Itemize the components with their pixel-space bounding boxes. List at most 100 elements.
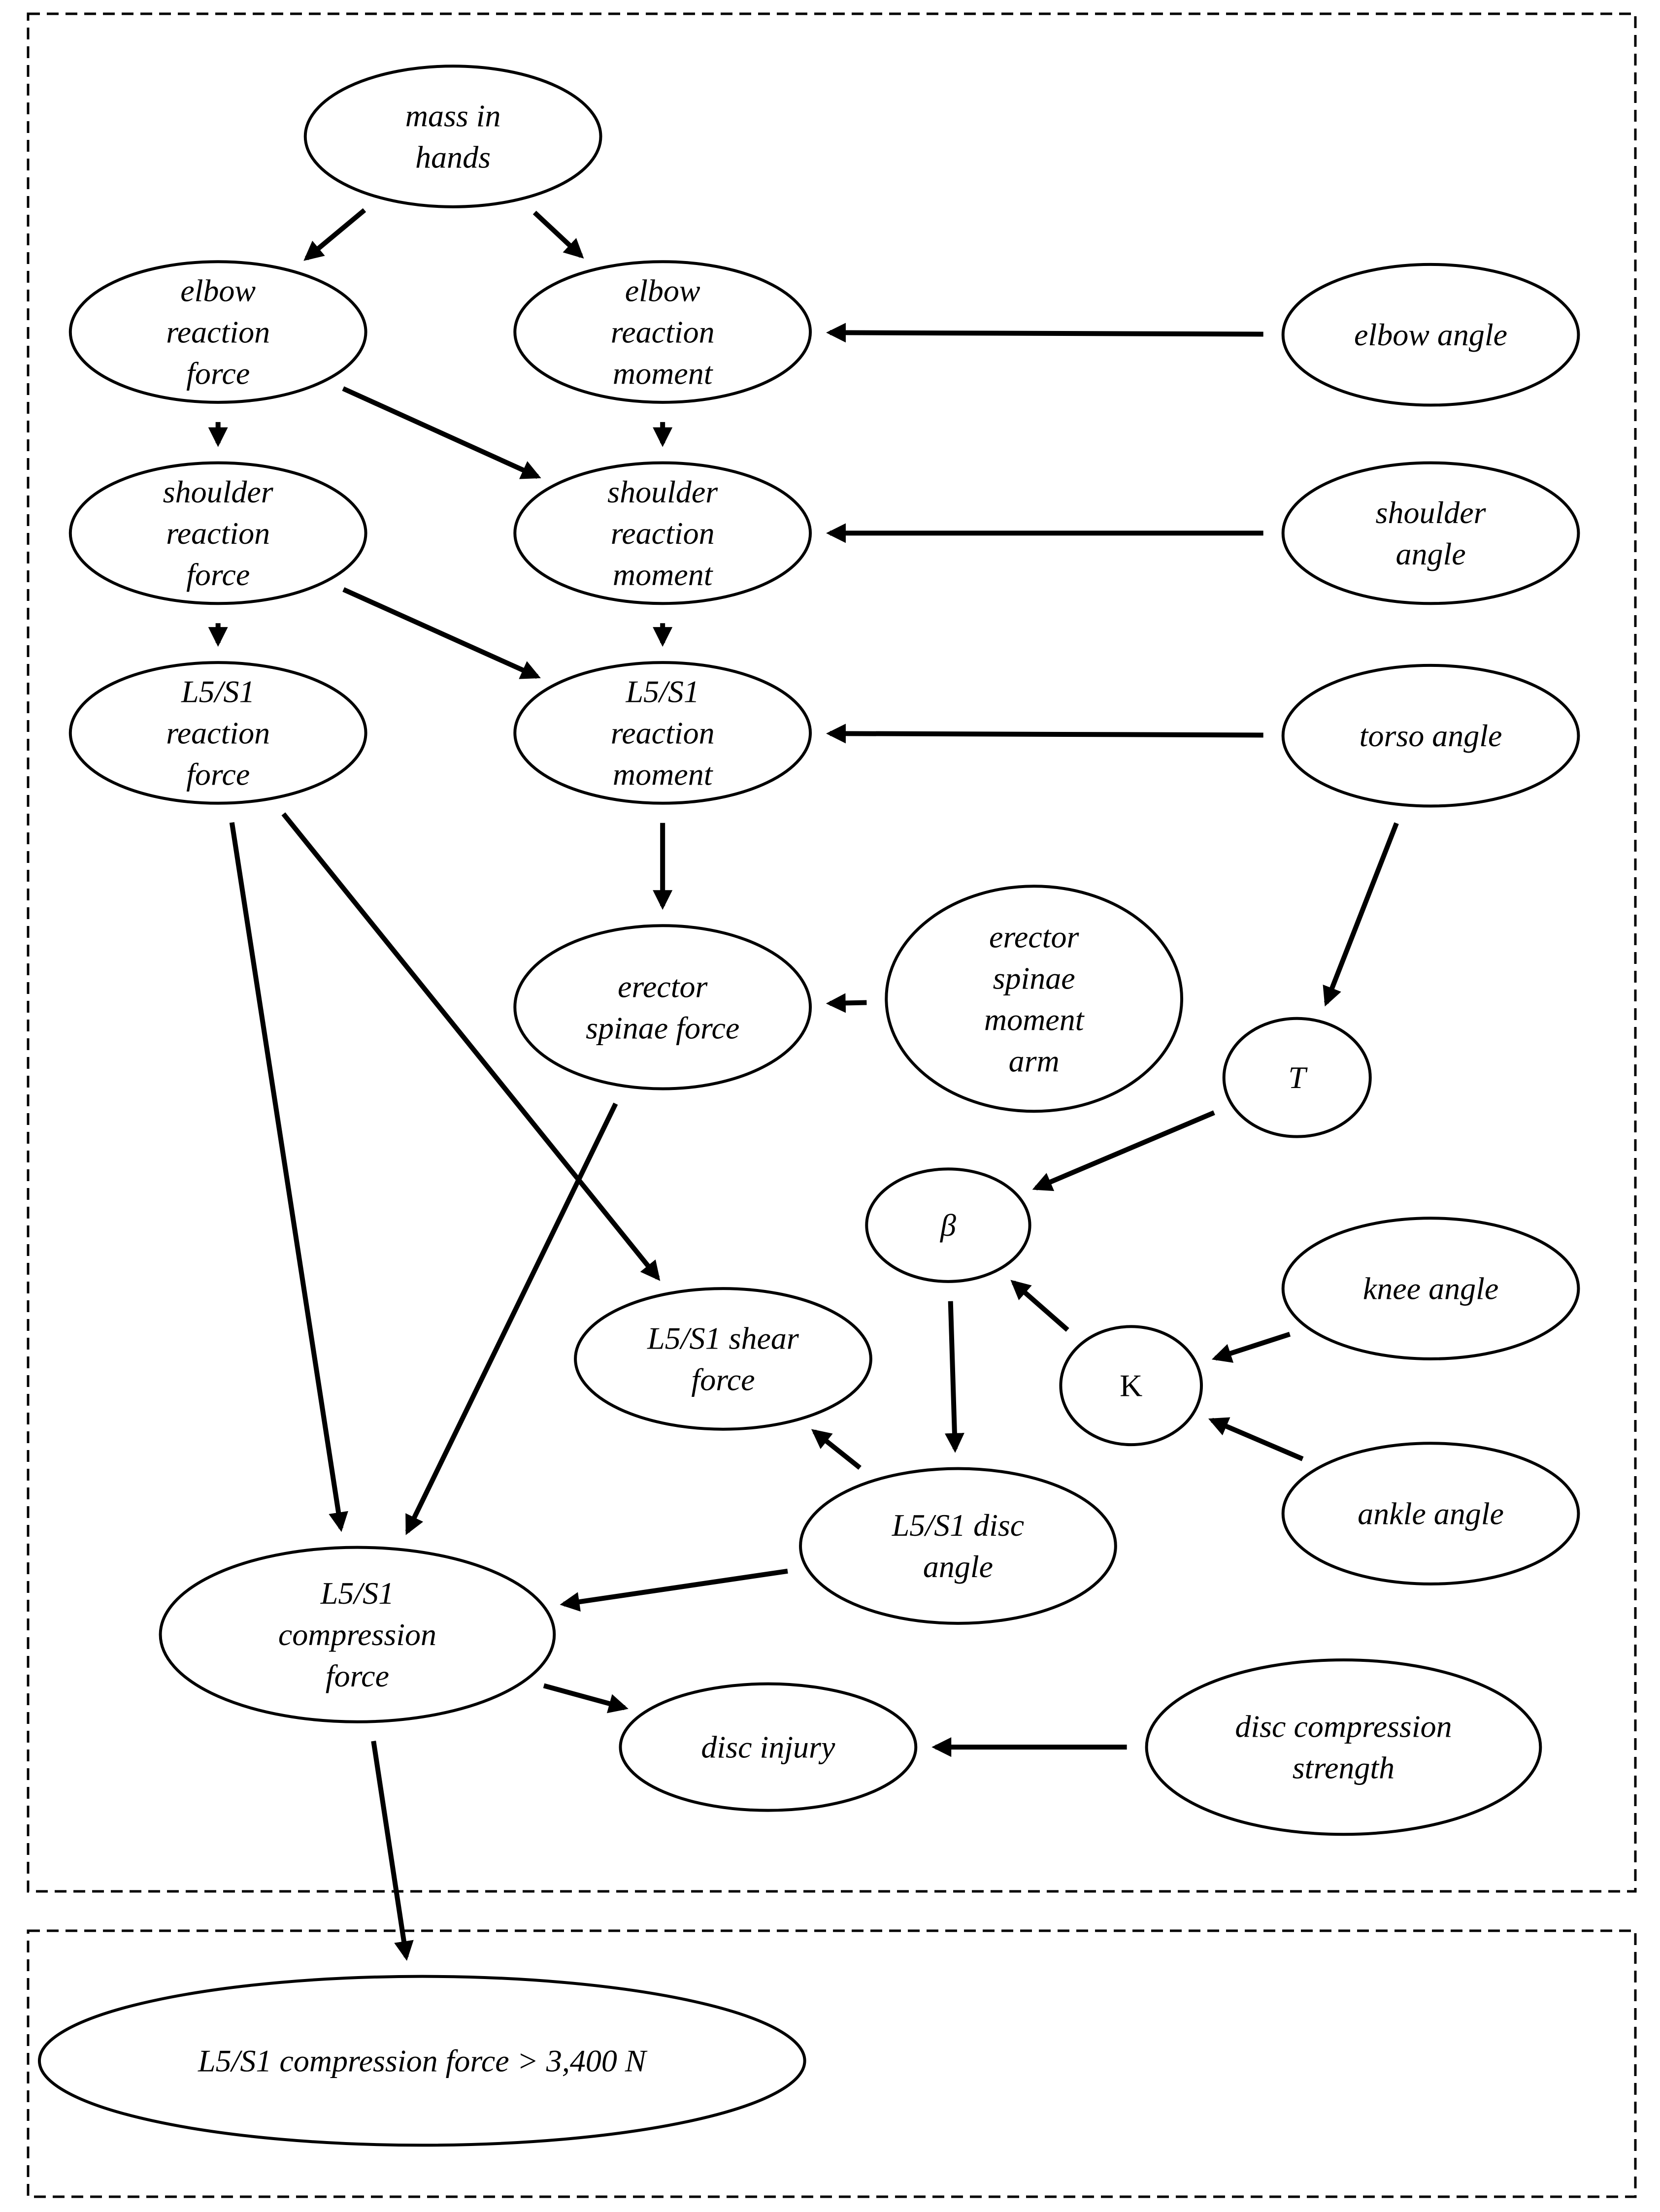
node-elbow-reaction-moment-ellipse	[513, 260, 812, 404]
edge-tau-to-beta	[1032, 1110, 1215, 1191]
node-layer: mass in hands elbow reaction force elbow react…	[37, 65, 1580, 2147]
node-tau-ellipse	[1222, 1017, 1372, 1138]
node-l5s1-reaction-moment-label-line-3: moment	[613, 757, 714, 792]
node-erector-spinae-force: erector spinae force	[513, 924, 812, 1090]
node-erector-spinae-moment-arm-label-line-4: arm	[1009, 1043, 1060, 1078]
edge-knee-angle-to-kappa	[1211, 1331, 1291, 1363]
node-l5s1-reaction-moment-ellipse	[513, 661, 812, 805]
node-l5s1-reaction-force-label-line-2: reaction	[166, 715, 270, 750]
edge-elbow-angle-to-elbow-reaction-moment	[826, 323, 1263, 343]
node-l5s1-reaction-force: L5/S1 reaction force	[68, 661, 367, 805]
node-l5s1-shear-force-ellipse	[574, 1287, 872, 1431]
edge-mass-in-hands-to-elbow-reaction-moment	[532, 210, 584, 259]
node-compression-threshold-ellipse	[37, 1975, 806, 2147]
node-torso-angle-label-line-1: torso angle	[1360, 718, 1502, 753]
node-erector-spinae-moment-arm: erector spinae moment arm	[885, 885, 1184, 1113]
edge-l5s1-disc-angle-to-l5s1-shear-force	[811, 1429, 862, 1470]
node-ankle-angle: ankle angle	[1281, 1442, 1580, 1585]
node-kappa-label-line-1: K	[1120, 1368, 1142, 1403]
edge-ankle-angle-to-kappa	[1208, 1417, 1304, 1461]
node-erector-spinae-moment-arm-ellipse	[885, 885, 1184, 1113]
node-shoulder-reaction-force-ellipse	[68, 461, 367, 605]
node-elbow-reaction-moment: elbow reaction moment	[513, 260, 812, 404]
node-l5s1-reaction-moment-label-line-2: reaction	[611, 715, 715, 750]
node-beta-label-line-1: β	[939, 1208, 956, 1243]
node-erector-spinae-moment-arm-label-line-1: erector	[989, 919, 1080, 954]
node-elbow-reaction-force-label-line-1: elbow	[180, 273, 256, 308]
node-compression-threshold-label-line-1: L5/S1 compression force > 3,400 N	[198, 2044, 648, 2079]
node-l5s1-compression-force: L5/S1 compression force	[159, 1546, 556, 1723]
node-l5s1-shear-force-label-line-1: L5/S1 shear	[647, 1321, 799, 1355]
node-l5s1-compression-force-label-line-3: force	[326, 1658, 389, 1693]
node-beta-ellipse	[865, 1167, 1031, 1283]
edge-elbow-reaction-force-to-shoulder-reaction-moment	[342, 386, 541, 479]
node-ankle-angle-label-line-1: ankle angle	[1358, 1496, 1504, 1531]
node-shoulder-angle-label-line-2: angle	[1395, 536, 1465, 571]
node-l5s1-shear-force-label-line-2: force	[691, 1362, 755, 1397]
node-shoulder-angle: shoulder angle	[1281, 461, 1580, 605]
node-elbow-angle: elbow angle	[1281, 263, 1580, 407]
node-elbow-reaction-force: elbow reaction force	[68, 260, 367, 404]
node-mass-in-hands: mass in hands	[303, 65, 602, 208]
node-l5s1-disc-angle-label-line-2: angle	[923, 1549, 993, 1584]
node-disc-compression-strength-label-line-1: disc compression	[1235, 1709, 1452, 1744]
node-disc-compression-strength: disc compression strength	[1145, 1658, 1542, 1836]
node-torso-angle-ellipse	[1281, 663, 1580, 808]
edge-mass-in-hands-to-elbow-reaction-force	[303, 208, 366, 261]
node-knee-angle: knee angle	[1281, 1217, 1580, 1360]
edge-beta-to-l5s1-disc-angle	[944, 1301, 964, 1453]
edge-l5s1-compression-force-to-disc-injury	[543, 1683, 629, 1714]
node-elbow-reaction-moment-label-line-3: moment	[613, 356, 714, 391]
node-shoulder-reaction-force-label-line-2: reaction	[166, 516, 270, 551]
node-erector-spinae-force-label-line-1: erector	[618, 969, 708, 1004]
edge-torso-angle-to-tau	[1323, 822, 1399, 1007]
node-mass-in-hands-label-line-2: hands	[415, 140, 491, 175]
node-disc-compression-strength-label-line-2: strength	[1293, 1750, 1394, 1785]
node-torso-angle: torso angle	[1281, 663, 1580, 808]
node-l5s1-disc-angle-label-line-1: L5/S1 disc	[892, 1508, 1024, 1543]
edge-torso-angle-to-l5s1-reaction-moment	[826, 724, 1263, 744]
node-disc-injury: disc injury	[619, 1682, 918, 1812]
node-elbow-reaction-force-ellipse	[68, 260, 367, 404]
node-beta: β	[865, 1167, 1031, 1283]
node-l5s1-reaction-force-label-line-3: force	[186, 757, 250, 792]
edge-shoulder-reaction-force-to-l5s1-reaction-moment	[342, 587, 541, 679]
node-shoulder-reaction-force: shoulder reaction force	[68, 461, 367, 605]
node-compression-threshold: L5/S1 compression force > 3,400 N	[37, 1975, 806, 2147]
node-elbow-angle-ellipse	[1281, 263, 1580, 407]
node-shoulder-reaction-force-label-line-1: shoulder	[163, 474, 274, 509]
node-erector-spinae-moment-arm-label-line-2: spinae	[993, 960, 1075, 995]
node-shoulder-angle-label-line-1: shoulder	[1376, 495, 1487, 530]
node-elbow-reaction-moment-label-line-2: reaction	[611, 315, 715, 350]
node-knee-angle-label-line-1: knee angle	[1363, 1271, 1498, 1306]
node-mass-in-hands-label-line-1: mass in	[405, 99, 501, 133]
node-l5s1-reaction-force-ellipse	[68, 661, 367, 805]
node-ankle-angle-ellipse	[1281, 1442, 1580, 1585]
node-tau: T	[1222, 1017, 1372, 1138]
node-disc-injury-ellipse	[619, 1682, 918, 1812]
node-elbow-reaction-force-label-line-2: reaction	[166, 315, 270, 350]
edge-layer	[208, 208, 1399, 1961]
edge-l5s1-disc-angle-to-l5s1-compression-force	[560, 1568, 788, 1612]
node-elbow-reaction-moment-label-line-1: elbow	[625, 273, 700, 308]
node-l5s1-shear-force: L5/S1 shear force	[574, 1287, 872, 1431]
node-l5s1-compression-force-ellipse	[159, 1546, 556, 1723]
threshold-frame	[27, 1929, 1637, 2198]
node-l5s1-compression-force-label-line-2: compression	[278, 1617, 436, 1652]
node-shoulder-reaction-moment-label-line-2: reaction	[611, 516, 715, 551]
edge-erector-spinae-moment-arm-to-erector-spinae-force	[826, 993, 867, 1013]
node-l5s1-reaction-force-label-line-1: L5/S1	[181, 674, 255, 709]
node-elbow-reaction-force-label-line-3: force	[186, 356, 250, 391]
node-shoulder-reaction-force-label-line-3: force	[186, 557, 250, 592]
edge-l5s1-reaction-force-to-l5s1-compression-force	[229, 822, 348, 1532]
node-erector-spinae-force-label-line-2: spinae force	[586, 1010, 739, 1045]
node-l5s1-compression-force-label-line-1: L5/S1	[320, 1576, 394, 1611]
node-disc-injury-label-line-1: disc injury	[701, 1730, 835, 1765]
node-l5s1-disc-angle: L5/S1 disc angle	[799, 1467, 1117, 1625]
node-disc-compression-strength-ellipse	[1145, 1658, 1542, 1836]
model-frame	[27, 12, 1637, 1893]
node-erector-spinae-moment-arm-label-line-3: moment	[984, 1002, 1085, 1037]
